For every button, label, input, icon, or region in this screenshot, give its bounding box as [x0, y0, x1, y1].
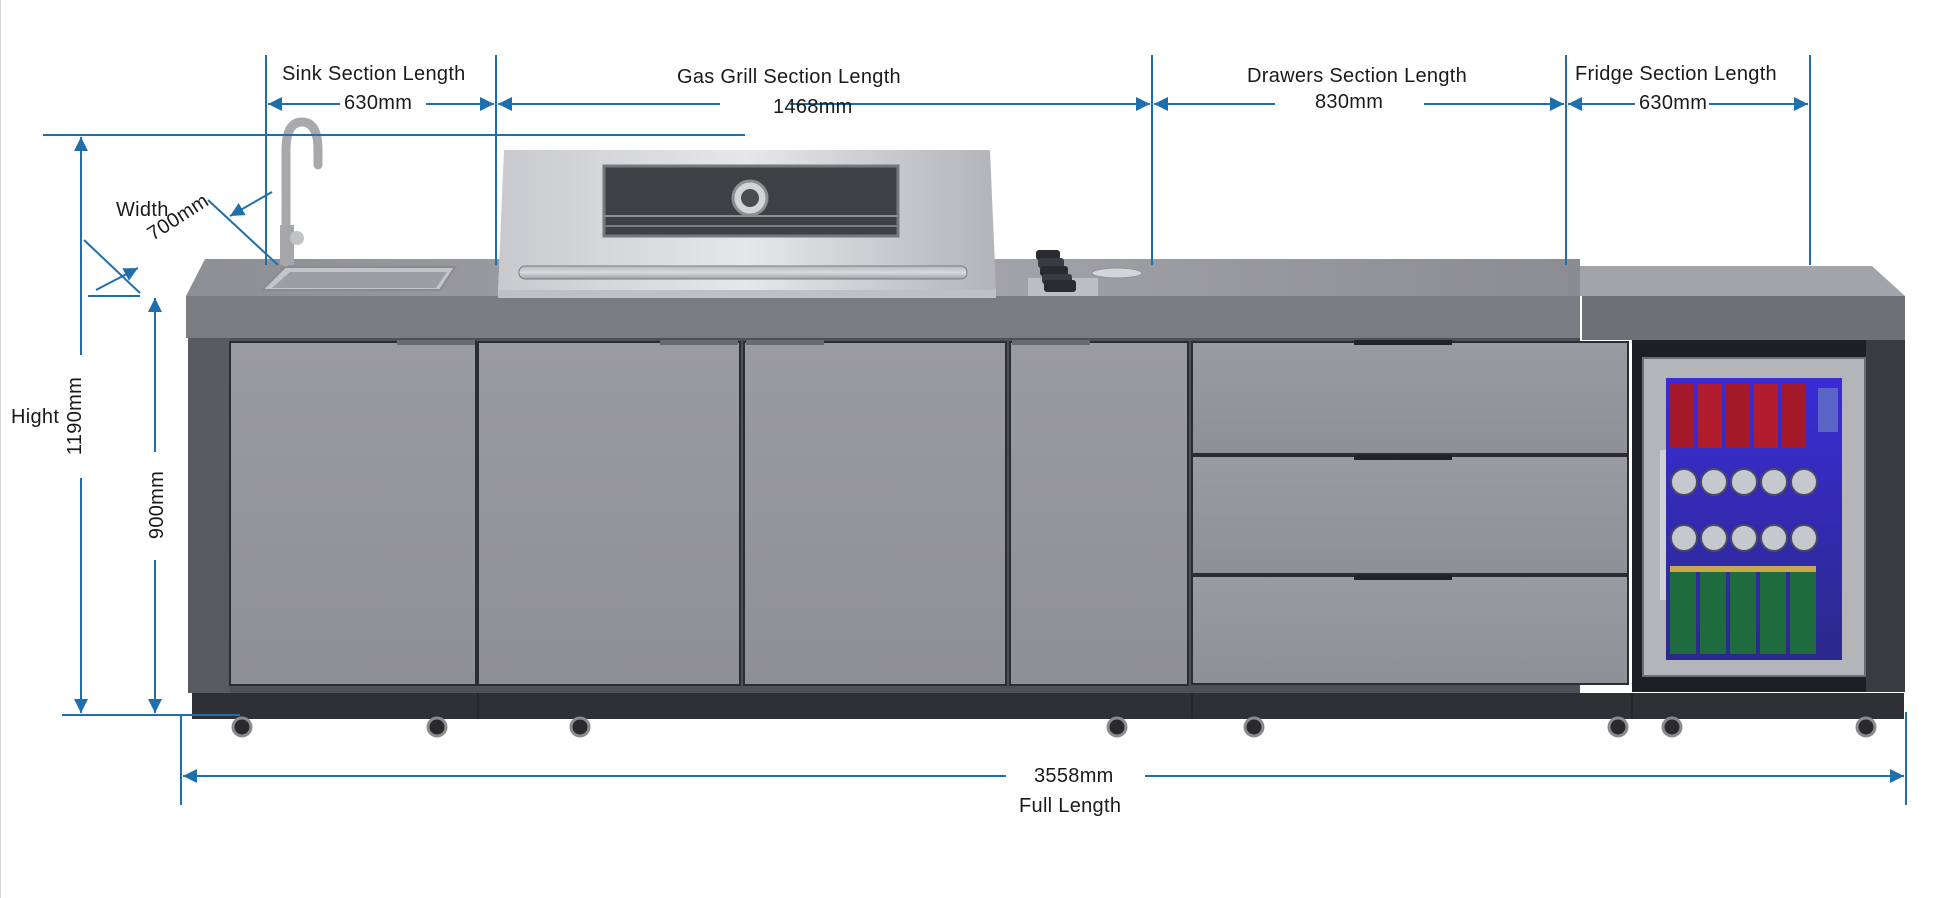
- height-counter-value: 900mm: [146, 468, 169, 542]
- drawer-2-handle: [1354, 455, 1452, 460]
- fridge-door-handle: [1660, 450, 1666, 600]
- fridge-section-label: Fridge Section Length: [1575, 63, 1777, 85]
- gas-grill-section-value: 1468mm: [773, 96, 853, 118]
- faucet: [281, 117, 323, 267]
- plinth: [192, 693, 1904, 719]
- fridge-control-panel: [1818, 388, 1838, 432]
- control-knobs: [1036, 250, 1076, 292]
- drawer-1-handle: [1354, 340, 1452, 345]
- casters: [231, 716, 1877, 738]
- fridge-silver-cans-1: [1670, 468, 1818, 496]
- gas-grill-section-label: Gas Grill Section Length: [677, 66, 901, 88]
- image-border: [0, 0, 1, 898]
- sink-section-label: Sink Section Length: [282, 63, 466, 85]
- fridge-countertop-edge: [1582, 296, 1905, 340]
- drawers-section-label: Drawers Section Length: [1247, 65, 1468, 87]
- height-total-value: 1190mm: [64, 374, 87, 458]
- grill-handle: [518, 265, 968, 280]
- drawer-3: [1191, 575, 1629, 685]
- drawer-3-handle: [1354, 575, 1452, 580]
- fridge-section-value: 630mm: [1637, 92, 1710, 114]
- width-label: Width: [116, 199, 169, 221]
- fridge-silver-cans-2: [1670, 524, 1818, 552]
- drawers-section-value: 830mm: [1313, 91, 1386, 113]
- drawer-2: [1191, 455, 1629, 575]
- sink-section-value: 630mm: [342, 92, 415, 114]
- side-burner: [1091, 267, 1143, 279]
- cabinet-door-2: [743, 341, 1007, 686]
- fridge-red-cans: [1670, 384, 1806, 448]
- cabinet-door-sink: [229, 341, 477, 686]
- full-length-value: 3558mm: [1032, 765, 1116, 787]
- cabinet-door-1: [477, 341, 741, 686]
- cabinet-side-left: [188, 338, 230, 693]
- fridge-green-cans: [1670, 566, 1816, 654]
- height-label: Hight: [11, 406, 60, 428]
- full-length-label: Full Length: [1019, 795, 1122, 817]
- cabinet-door-3: [1009, 341, 1189, 686]
- fridge-countertop-surface: [1580, 266, 1905, 296]
- countertop-edge: [186, 296, 1580, 338]
